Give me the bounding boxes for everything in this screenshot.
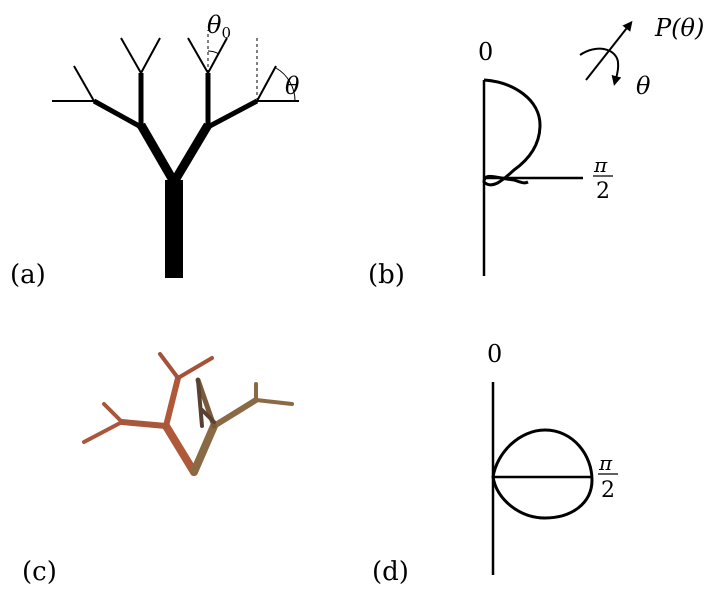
legend-theta-label: θ — [636, 72, 651, 100]
tree3d-branch-ll — [163, 375, 181, 429]
theta0-label: θ0 — [207, 11, 231, 42]
tree-branch-left — [137, 122, 178, 185]
axis-zero-d: 0 — [487, 340, 502, 368]
rotation-arc-arrow — [579, 47, 622, 86]
pi-numerator-d: π — [598, 451, 613, 475]
rotation-legend — [579, 20, 633, 86]
tree3d-branch-lr — [119, 419, 169, 429]
theta0-arc — [207, 50, 220, 55]
branch-rr — [206, 98, 259, 130]
tree3d-branch-left — [162, 422, 198, 476]
tree-branch-right — [170, 122, 212, 185]
tree3d-branch-rr — [211, 397, 259, 429]
pi-denominator-b: 2 — [596, 179, 610, 204]
theta-label: θ — [285, 72, 300, 100]
panel-d-plot — [491, 382, 594, 575]
tree3d-twigs — [82, 352, 294, 444]
tree-twigs — [52, 37, 299, 102]
distribution-curve-b — [482, 78, 542, 187]
branch-direction-arrow — [585, 20, 633, 81]
panel-d-label: (d) — [372, 557, 409, 587]
pi-denominator-d: 2 — [601, 478, 615, 503]
panel-c-tree3d — [82, 352, 294, 548]
panel-a-tree — [52, 30, 299, 278]
panel-c-label: (c) — [22, 557, 57, 587]
tree3d-branch-right — [190, 422, 218, 476]
panel-a-label: (a) — [10, 260, 46, 290]
branch-ll — [92, 98, 143, 130]
legend-function-label: P(θ) — [654, 14, 704, 42]
pi-numerator-b: π — [593, 153, 608, 177]
distribution-curve-d — [491, 428, 594, 520]
axis-zero-b: 0 — [478, 38, 493, 66]
panel-b-label: (b) — [368, 260, 405, 290]
theta-arc — [275, 67, 296, 102]
panel-b-plot — [482, 78, 583, 276]
